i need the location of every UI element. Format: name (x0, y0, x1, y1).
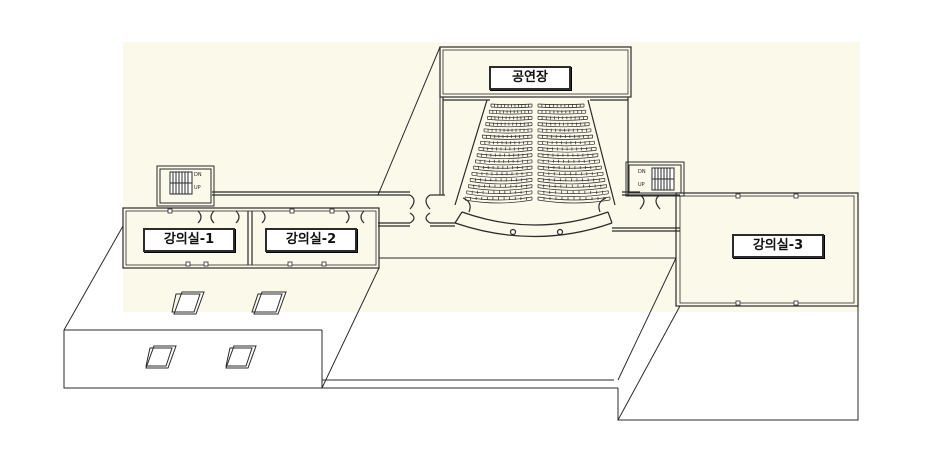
seat-row-back (537, 131, 591, 134)
lecture-room-3-columns (735, 193, 799, 306)
left-lower-block (63, 225, 677, 420)
seat-row-back (537, 150, 597, 153)
auditorium-walls (439, 46, 632, 195)
seat-row-back (475, 162, 533, 166)
stage-front (454, 197, 613, 238)
seat-row-back (537, 174, 604, 178)
seat-row-back (478, 150, 533, 153)
auditorium-label: 공연장 (489, 66, 571, 90)
seat-row-back (537, 137, 593, 140)
seat-row-back (537, 119, 588, 121)
seat-row-back (471, 174, 533, 178)
skylights (145, 291, 287, 369)
right-stair (625, 161, 685, 197)
seat-row-back (468, 187, 533, 191)
seat-row-back (482, 137, 533, 140)
left-stair-down-label: DN (194, 172, 202, 178)
lecture-room-3 (675, 192, 859, 307)
seat-row-back (537, 112, 586, 115)
seat-row-back (466, 193, 533, 197)
seat-row-back (490, 106, 533, 109)
seat-row-back (537, 193, 609, 197)
lecture-room-3-label: 강의실-3 (732, 234, 824, 258)
left-stair (156, 165, 215, 207)
seat-row-back (537, 106, 585, 109)
right-stair-up-label: UP (638, 182, 645, 188)
seat-row-back (477, 156, 533, 159)
lecture-rooms-1-2-columns (167, 208, 335, 267)
right-stair-down-label: DN (638, 169, 646, 175)
seat-row-back (537, 125, 590, 128)
seat-row-back (485, 125, 533, 128)
lecture-room-2-label: 강의실-2 (265, 228, 357, 252)
seat-row-back (473, 168, 533, 172)
seat-row-back (489, 112, 533, 115)
seat-row-back (537, 156, 598, 159)
seating-side-wall (587, 99, 616, 206)
lecture-room-1-label: 강의실-1 (143, 228, 235, 252)
seat-row-back (537, 162, 600, 166)
seat-row-back (537, 168, 602, 172)
left-stair-up-label: UP (194, 185, 201, 191)
seat-row-back (537, 181, 605, 185)
seat-row-back (487, 119, 533, 121)
seat-row-back (484, 131, 533, 134)
seating-side-wall (454, 99, 488, 206)
seat-row-back (537, 199, 611, 204)
seat-row-back (464, 199, 533, 204)
lecture-rooms-1-2 (122, 207, 380, 269)
seat-row-back (537, 143, 595, 147)
auditorium-seating (454, 99, 616, 206)
seat-row-back (480, 143, 533, 147)
seat-row-back (470, 181, 533, 185)
seat-row-back (537, 187, 607, 191)
